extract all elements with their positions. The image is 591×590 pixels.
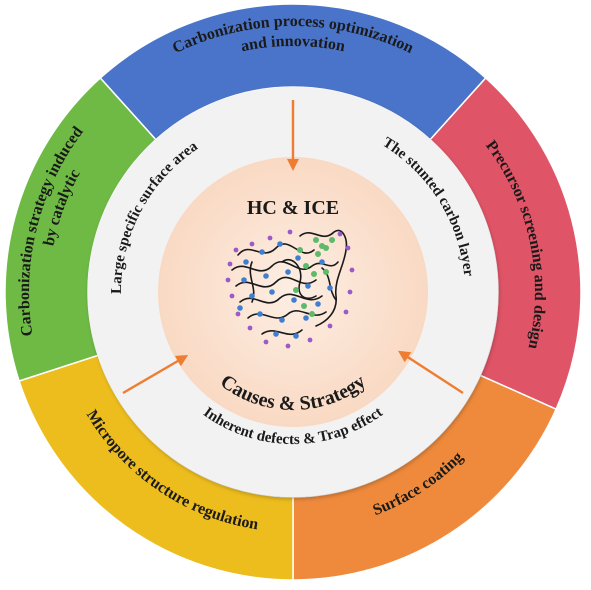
arrows	[122, 100, 464, 395]
hard-carbon-illustration	[225, 229, 355, 349]
center-circle	[158, 157, 428, 427]
center-title: HC & ICE	[247, 197, 339, 219]
arrow-right	[397, 350, 464, 395]
label-carbonization-process-line2: and innovation	[239, 33, 346, 55]
arrow-left	[122, 354, 189, 395]
